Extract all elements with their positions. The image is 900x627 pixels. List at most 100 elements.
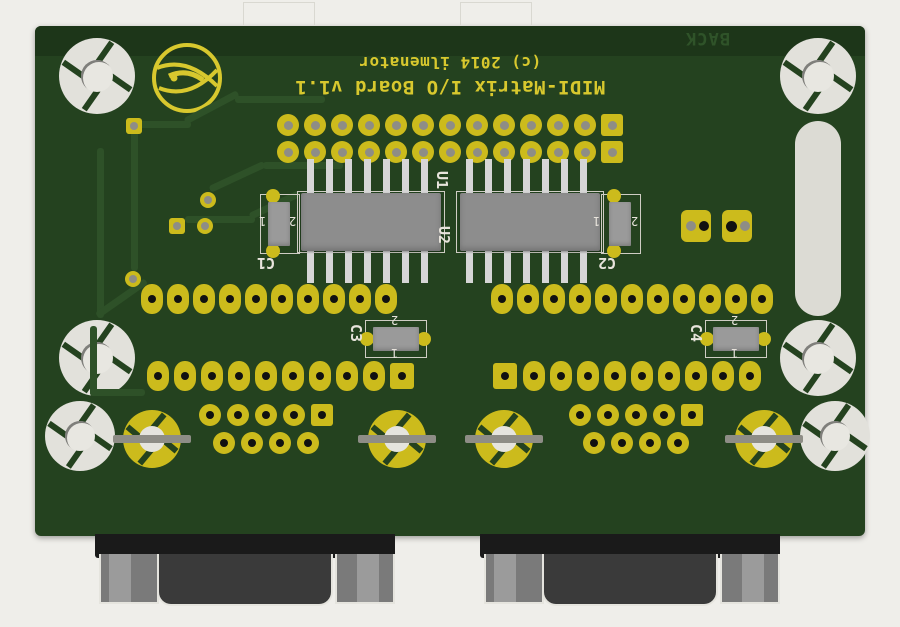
midi-din-connector-left[interactable]: [95, 534, 395, 627]
board-title-line2: (c) 2014 ilmenator: [358, 53, 542, 73]
pad-hole: [174, 295, 182, 303]
pad-hole: [154, 372, 162, 380]
pad-hole: [576, 295, 584, 303]
standoff-screw: [358, 435, 436, 443]
db9-hole: [646, 439, 654, 447]
copper-trace: [97, 148, 104, 318]
din-mount-tab-inner: [357, 554, 379, 602]
pad-hole: [719, 372, 727, 380]
header-hole: [608, 121, 617, 130]
connector-outline-top-left: [243, 2, 315, 25]
header-hole: [581, 121, 590, 130]
standoff-pad-left-outer[interactable]: [113, 410, 191, 468]
mounting-hole-top-right: [780, 38, 856, 114]
capacitor-pad[interactable]: [266, 244, 280, 258]
capacitor-pad[interactable]: [360, 332, 374, 346]
ic-u1[interactable]: [297, 159, 445, 283]
db9-hole: [290, 411, 298, 419]
test-point-pair-b[interactable]: [722, 210, 754, 244]
pad-hole: [226, 295, 234, 303]
capacitor-pad[interactable]: [757, 332, 771, 346]
capacitor-c1-body[interactable]: [268, 202, 290, 246]
header-hole: [419, 148, 428, 157]
capacitor-c2-outline: [601, 194, 641, 254]
ic-u1-designator: U1: [433, 171, 451, 190]
ic-pin: [466, 159, 473, 193]
capacitor-c1[interactable]: [260, 189, 300, 258]
cap-body-fill: [373, 327, 419, 351]
ic-pin: [383, 249, 390, 283]
header-hole: [338, 148, 347, 157]
middle-pad-row-left[interactable]: [141, 284, 401, 318]
capacitor-c4-designator: C4: [687, 324, 705, 343]
test-point-pair-a[interactable]: [681, 210, 713, 244]
db9-hole: [632, 411, 640, 419]
board-edge-slot: [795, 121, 841, 316]
capacitor-c4-body[interactable]: [713, 327, 759, 351]
standoff-pad-right-outer[interactable]: [725, 410, 803, 468]
pad-hole: [200, 295, 208, 303]
din-mount-tab-inner: [494, 554, 516, 602]
header-hole: [446, 121, 455, 130]
pad-hole: [501, 372, 509, 380]
header-hole: [311, 121, 320, 130]
standoff-pad-left-inner[interactable]: [358, 410, 436, 468]
midi-din-connector-right[interactable]: [480, 534, 780, 627]
mount-bore: [81, 342, 113, 374]
top-pin-header[interactable]: [273, 112, 623, 164]
capacitor-pad[interactable]: [266, 189, 280, 203]
header-hole: [338, 121, 347, 130]
capacitor-pad[interactable]: [700, 332, 714, 346]
capacitor-c1-outline: [260, 194, 300, 254]
capacitor-pad[interactable]: [607, 189, 621, 203]
capacitor-c3-body[interactable]: [373, 327, 419, 351]
db9-hole: [248, 439, 256, 447]
lower-pad-row-right[interactable]: [493, 361, 763, 395]
db9-hole: [206, 411, 214, 419]
capacitor-c2-body[interactable]: [609, 202, 631, 246]
middle-pad-row-right[interactable]: [491, 284, 777, 318]
din-socket-face[interactable]: [542, 554, 718, 606]
db9-footprint-left[interactable]: [199, 404, 339, 456]
db9-hole: [590, 439, 598, 447]
standoff-pad-right-inner[interactable]: [465, 410, 543, 468]
capacitor-c1-pin2-marker: 2: [289, 214, 297, 228]
pad-hole: [602, 295, 610, 303]
ic-pin: [485, 249, 492, 283]
ilmenator-circle-logo: [147, 38, 227, 118]
capacitor-pad[interactable]: [417, 332, 431, 346]
board-top-silk-band: [35, 26, 865, 56]
ic-pin: [421, 159, 428, 193]
ic-u2-body[interactable]: [460, 193, 600, 251]
ic-pin: [542, 159, 549, 193]
pad-hole: [208, 372, 216, 380]
din-socket-face[interactable]: [157, 554, 333, 606]
header-hole: [284, 148, 293, 157]
din-mount-tab-inner: [109, 554, 131, 602]
ic-u2[interactable]: [456, 159, 604, 283]
ic-pin: [523, 249, 530, 283]
connector-outline-top-right: [460, 2, 532, 25]
ic-pin: [364, 159, 371, 193]
db9-hole: [318, 411, 326, 419]
mount-bore: [802, 342, 834, 374]
header-hole: [554, 121, 563, 130]
pad-hole: [356, 295, 364, 303]
capacitor-c2[interactable]: [601, 189, 641, 258]
ic-pin: [561, 159, 568, 193]
pad-hole: [550, 295, 558, 303]
capacitor-pad[interactable]: [607, 244, 621, 258]
capacitor-c4[interactable]: [700, 320, 771, 358]
db9-footprint-right[interactable]: [569, 404, 709, 456]
mounting-hole-lower-left: [45, 401, 115, 471]
ic-u1-outline: [297, 191, 445, 253]
capacitor-c3[interactable]: [360, 320, 431, 358]
din-mount-tab-inner: [742, 554, 764, 602]
header-hole: [527, 121, 536, 130]
pad-hole: [746, 372, 754, 380]
ic-u1-body[interactable]: [301, 193, 441, 251]
ic-pin: [485, 159, 492, 193]
pad-hole: [584, 372, 592, 380]
header-hole: [365, 121, 374, 130]
lower-pad-row-left[interactable]: [147, 361, 417, 395]
